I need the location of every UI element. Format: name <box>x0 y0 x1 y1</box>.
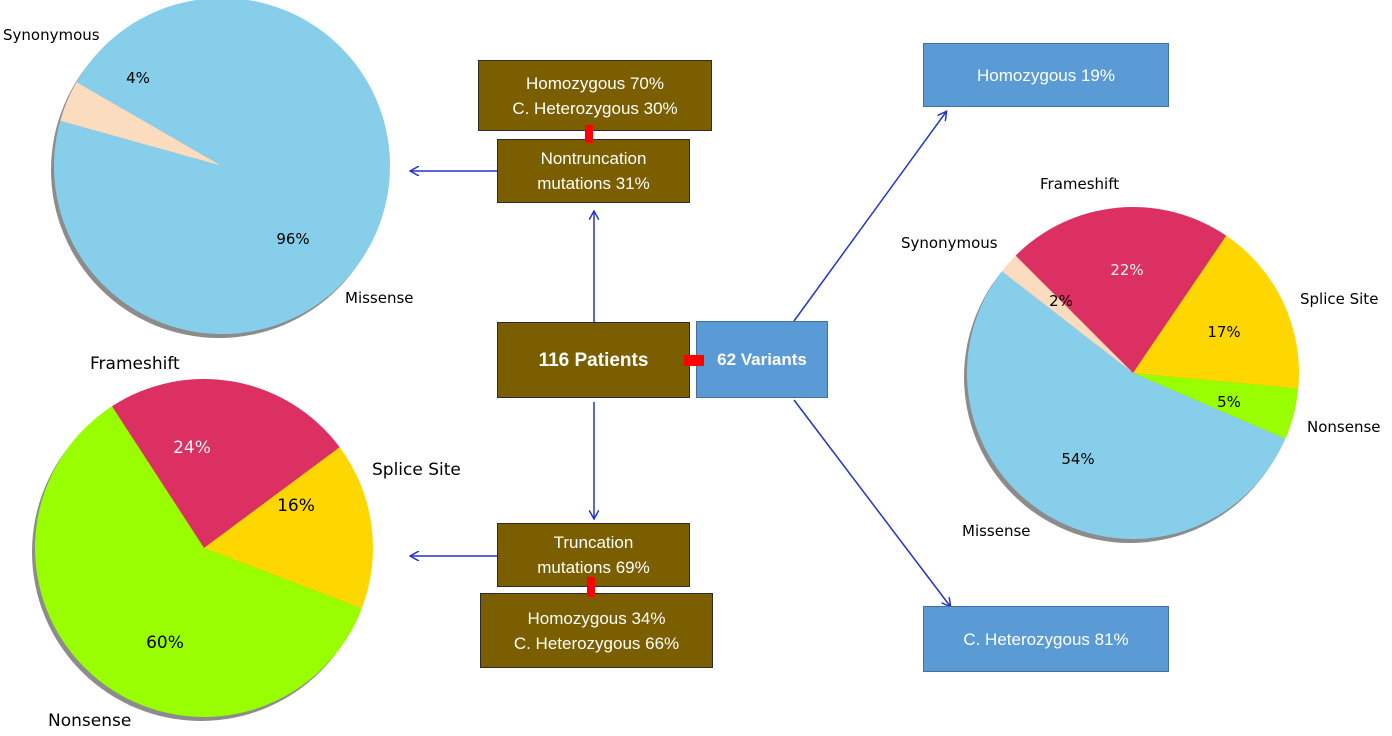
pie-variants <box>964 207 1299 543</box>
variants-label: 62 Variants <box>717 350 807 369</box>
truncation-zygosity-box: Homozygous 34% C. Heterozygous 66% <box>480 593 713 668</box>
pie-label-frameshift: Frameshift <box>90 354 180 374</box>
connector-truncation <box>587 577 595 597</box>
nontruncation-zygosity-box: Homozygous 70% C. Heterozygous 30% <box>478 60 712 131</box>
truncation-percent: mutations 69% <box>537 558 650 577</box>
pie-slice-missense <box>54 0 390 334</box>
arrow-to-heterozygous <box>793 399 950 606</box>
pie-truncation <box>32 379 373 721</box>
nontruncation-title: Nontruncation <box>540 149 647 168</box>
pie-label-nonsense: Nonsense <box>48 711 131 731</box>
pie-pct-synonymous: 4% <box>126 69 150 87</box>
pie-label-splice-site: Splice Site <box>372 460 461 480</box>
pie-nontruncation <box>51 0 390 338</box>
pie-slice-splice-site <box>1133 235 1299 389</box>
nontruncation-homozygous-text: Homozygous 70% <box>526 73 664 93</box>
pie-slice-missense <box>966 271 1286 539</box>
arrow-to-homozygous <box>793 112 946 322</box>
pie-slice-frameshift <box>111 379 340 548</box>
pie-label-nonsense: Nonsense <box>1307 418 1381 436</box>
pie-label-missense: Missense <box>962 522 1031 540</box>
nontruncation-heterozygous-text: C. Heterozygous 30% <box>512 98 678 118</box>
pie-label-splice-site: Splice Site <box>1300 290 1378 308</box>
pie-label-synonymous: Synonymous <box>901 234 998 252</box>
truncation-homozygous-text: Homozygous 34% <box>527 608 666 628</box>
pie-slice-synonymous <box>60 82 222 166</box>
pie-slice-nonsense <box>34 406 362 717</box>
pie-slice-synonymous <box>1001 255 1133 373</box>
variants-box: 62 Variants <box>696 321 828 398</box>
pie-pct-missense: 96% <box>276 230 309 248</box>
nontruncation-box: Nontruncation mutations 31% <box>497 139 690 203</box>
pie-label-synonymous: Synonymous <box>3 26 100 44</box>
pie-slice-frameshift <box>1015 207 1227 373</box>
pie-pct-frameshift: 22% <box>1110 261 1143 279</box>
pie-pct-splice-site: 16% <box>277 496 315 516</box>
pie-slice-nonsense <box>1133 373 1299 439</box>
variants-homozygous-box: Homozygous 19% <box>923 43 1169 107</box>
truncation-heterozygous-text: C. Heterozygous 66% <box>513 633 680 653</box>
variants-heterozygous-text: C. Heterozygous 81% <box>963 629 1129 649</box>
pie-pct-nonsense: 60% <box>146 633 184 653</box>
pie-label-frameshift: Frameshift <box>1040 175 1119 193</box>
variants-homozygous-text: Homozygous 19% <box>977 65 1115 85</box>
connector-nontruncation <box>585 125 593 143</box>
pie-label-missense: Missense <box>345 289 414 307</box>
pie-pct-missense: 54% <box>1061 450 1094 468</box>
patients-box: 116 Patients <box>497 322 690 398</box>
truncation-title: Truncation <box>553 533 634 552</box>
patients-label: 116 Patients <box>538 349 649 371</box>
pie-pct-nonsense: 5% <box>1217 393 1241 411</box>
pie-pct-synonymous: 2% <box>1049 292 1073 310</box>
connector-patients-variants <box>684 355 704 366</box>
pie-pct-splice-site: 17% <box>1207 323 1240 341</box>
pie-pct-frameshift: 24% <box>173 438 211 458</box>
pie-slice-splice-site <box>204 447 373 609</box>
variants-heterozygous-box: C. Heterozygous 81% <box>923 606 1169 672</box>
nontruncation-percent: mutations 31% <box>537 174 650 193</box>
